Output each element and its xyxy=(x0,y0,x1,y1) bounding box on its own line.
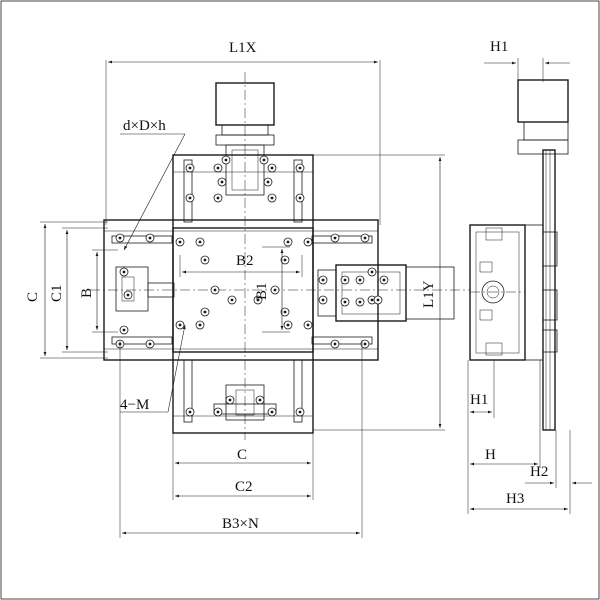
hole-center xyxy=(333,342,337,346)
label-h: H xyxy=(485,447,496,463)
hole-center xyxy=(230,298,234,302)
hole-center xyxy=(306,323,310,327)
hole-center xyxy=(358,278,362,282)
hole-center xyxy=(224,158,228,162)
label-l1x: L1X xyxy=(229,40,257,56)
label-h2: H2 xyxy=(530,464,548,480)
label-h1-side: H1 xyxy=(470,392,488,408)
label-4m: 4−M xyxy=(120,397,149,413)
hole-center xyxy=(256,298,260,302)
hole-center xyxy=(298,196,302,200)
hole-center xyxy=(126,293,130,297)
hole-center xyxy=(178,323,182,327)
leader-dxdxh xyxy=(123,133,186,251)
hole-center xyxy=(382,278,386,282)
hole-center xyxy=(216,166,220,170)
hole-center xyxy=(122,328,126,332)
hole-center xyxy=(122,270,126,274)
hole-center xyxy=(178,240,182,244)
hole-center xyxy=(216,410,220,414)
label-b3xn: B3×N xyxy=(222,516,259,532)
hole-center xyxy=(370,298,374,302)
hole-center xyxy=(266,180,270,184)
leader-4m xyxy=(167,324,186,413)
label-b2: B2 xyxy=(236,253,254,269)
hole-center xyxy=(148,342,152,346)
hole-center xyxy=(203,258,207,262)
labels: L1X H1 d×D×h B2 B1 C C1 B L1Y 4−M H1 C C… xyxy=(25,39,548,532)
side-motor xyxy=(517,79,569,123)
side-body xyxy=(469,224,526,361)
label-c1: C1 xyxy=(49,284,65,302)
hole-center xyxy=(188,410,192,414)
hole-center xyxy=(270,166,274,170)
label-c2: C2 xyxy=(235,479,253,495)
label-b: B xyxy=(79,288,95,298)
label-h3: H3 xyxy=(506,491,524,507)
hole-center xyxy=(370,270,374,274)
hole-center xyxy=(198,323,202,327)
hole-center xyxy=(298,166,302,170)
hole-center xyxy=(286,323,290,327)
hole-center xyxy=(270,196,274,200)
side-shaft xyxy=(481,280,505,304)
hole-center xyxy=(283,310,287,314)
label-c: C xyxy=(25,292,41,302)
label-b1: B1 xyxy=(254,282,270,300)
label-l1y: L1Y xyxy=(421,280,437,308)
hole-center xyxy=(363,236,367,240)
hole-center xyxy=(343,300,347,304)
mounting-holes xyxy=(115,155,389,417)
hole-center xyxy=(220,180,224,184)
hole-center xyxy=(321,298,325,302)
hole-center xyxy=(198,240,202,244)
hole-center xyxy=(118,236,122,240)
hole-center xyxy=(286,240,290,244)
hole-center xyxy=(343,278,347,282)
dimensions xyxy=(40,58,592,538)
hole-center xyxy=(321,278,325,282)
hole-center xyxy=(228,398,232,402)
label-dxdxh: d×D×h xyxy=(123,118,166,134)
hole-center xyxy=(270,410,274,414)
side-view xyxy=(469,79,569,431)
hole-center xyxy=(188,166,192,170)
hole-center xyxy=(306,240,310,244)
hole-center xyxy=(283,258,287,262)
hole-center xyxy=(258,398,262,402)
hole-center xyxy=(213,288,217,292)
hole-center xyxy=(188,196,192,200)
hole-center xyxy=(148,236,152,240)
hole-center xyxy=(262,158,266,162)
label-c-bottom: C xyxy=(237,447,247,463)
hole-center xyxy=(376,298,380,302)
hole-center xyxy=(203,310,207,314)
hole-center xyxy=(363,342,367,346)
hole-center xyxy=(358,300,362,304)
hole-center xyxy=(333,236,337,240)
hole-center xyxy=(298,410,302,414)
top-view xyxy=(90,72,470,440)
hole-center xyxy=(273,288,277,292)
label-h1-top: H1 xyxy=(490,39,508,55)
hole-center xyxy=(216,196,220,200)
